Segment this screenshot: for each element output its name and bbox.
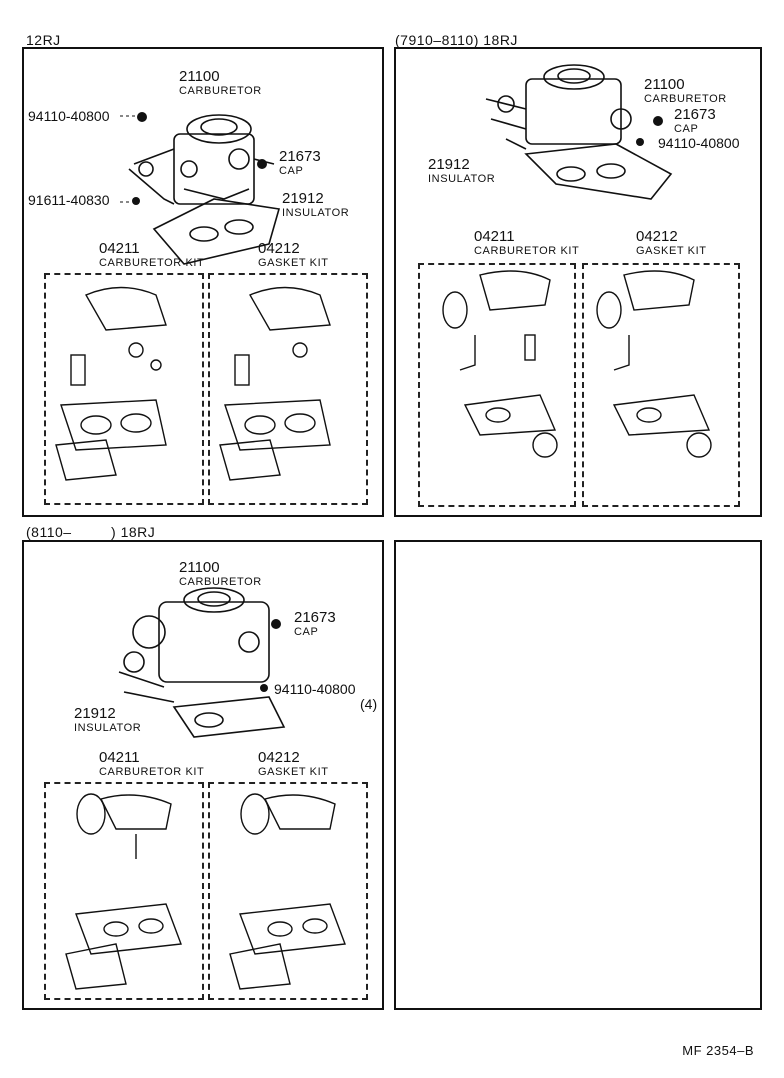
panel-3: 21100 CARBURETOR 21673 CAP 94110-40800 (… xyxy=(22,540,384,1010)
carb-kit-name: CARBURETOR KIT xyxy=(99,766,205,778)
carb-kit-box xyxy=(44,782,204,1000)
insulator-label: 21912 INSULATOR xyxy=(282,191,349,221)
insulator-name: INSULATOR xyxy=(428,173,496,185)
carb-kit-label: 04211 CARBURETOR KIT xyxy=(474,229,579,259)
bolt-part-number: 94110-40800 xyxy=(274,681,356,697)
carburetor-part-number: 21100 xyxy=(644,76,685,93)
carb-kit-name: CARBURETOR KIT xyxy=(99,257,205,269)
cap-name: CAP xyxy=(279,165,304,177)
carburetor-part-number: 21100 xyxy=(179,559,220,576)
carburetor-label: 21100 CARBURETOR xyxy=(179,560,262,590)
panel-2: 21100 CARBURETOR 21673 CAP 94110-40800 2… xyxy=(394,47,762,517)
carburetor-illustration xyxy=(485,64,673,200)
cap-part-number: 21673 xyxy=(294,609,336,626)
gasket-kit-label: 04212 GASKET KIT xyxy=(258,750,329,780)
gasket-kit-box xyxy=(208,273,368,505)
carb-kit-box xyxy=(44,273,204,505)
bolt-part-number: 91611-40830 xyxy=(28,192,110,208)
carburetor-label: 21100 CARBURETOR xyxy=(644,77,727,107)
panel-4-empty xyxy=(394,540,762,1010)
carb-kit-name: CARBURETOR KIT xyxy=(474,245,580,257)
insulator-name: INSULATOR xyxy=(282,207,350,219)
panel-3-header: (8110– ) 18RJ xyxy=(26,524,156,540)
insulator-part-number: 21912 xyxy=(74,705,116,722)
gasket-kit-box xyxy=(208,782,368,1000)
carb-kit-label: 04211 CARBURETOR KIT xyxy=(99,750,204,780)
cap-name: CAP xyxy=(294,626,319,638)
carburetor-name: CARBURETOR xyxy=(644,93,727,105)
carburetor-name: CARBURETOR xyxy=(179,576,262,588)
insulator-label: 21912 INSULATOR xyxy=(74,706,141,736)
insulator-part-number: 21912 xyxy=(428,156,470,173)
carb-kit-parts-illustration xyxy=(442,270,558,458)
figure-code: MF 2354–B xyxy=(682,1043,754,1058)
gasket-kit-name: GASKET KIT xyxy=(258,257,329,269)
bolt-quantity: (4) xyxy=(360,696,378,712)
carb-kit-part-number: 04211 xyxy=(99,240,140,257)
insulator-part-number: 21912 xyxy=(282,190,324,207)
carburetor-part-number: 21100 xyxy=(179,68,220,85)
bolt-part-number: 94110-40800 xyxy=(28,108,110,124)
gasket-kit-part-number: 04212 xyxy=(636,228,678,245)
panel-2-header: (7910–8110) 18RJ xyxy=(395,32,518,48)
gasket-kit-label: 04212 GASKET KIT xyxy=(636,229,707,259)
bolt-part-number: 94110-40800 xyxy=(658,135,740,151)
cap-label: 21673 CAP xyxy=(279,149,321,179)
carburetor-illustration xyxy=(118,587,286,738)
gasket-kit-name: GASKET KIT xyxy=(636,245,707,257)
gasket-kit-part-number: 04212 xyxy=(258,749,300,766)
carburetor-name: CARBURETOR xyxy=(179,85,262,97)
gasket-kit-parts-illustration xyxy=(229,793,346,990)
gasket-kit-parts-illustration xyxy=(596,270,712,458)
carburetor-illustration xyxy=(120,112,281,265)
carb-kit-parts-illustration xyxy=(65,793,182,990)
cap-part-number: 21673 xyxy=(279,148,321,165)
cap-label: 21673 CAP xyxy=(294,610,336,640)
panel-1-header: 12RJ xyxy=(26,32,61,48)
carburetor-label: 21100 CARBURETOR xyxy=(179,69,262,99)
insulator-label: 21912 INSULATOR xyxy=(428,157,495,187)
gasket-kit-label: 04212 GASKET KIT xyxy=(258,241,329,271)
gasket-kit-part-number: 04212 xyxy=(258,240,300,257)
cap-name: CAP xyxy=(674,123,699,135)
cap-part-number: 21673 xyxy=(674,106,716,123)
carb-kit-box xyxy=(418,263,576,507)
carb-kit-part-number: 04211 xyxy=(99,749,140,766)
cap-label: 21673 CAP xyxy=(674,107,716,137)
gasket-kit-parts-illustration xyxy=(219,286,331,481)
gasket-kit-box xyxy=(582,263,740,507)
insulator-name: INSULATOR xyxy=(74,722,142,734)
carb-kit-parts-illustration xyxy=(55,286,167,481)
carb-kit-part-number: 04211 xyxy=(474,228,515,245)
carb-kit-label: 04211 CARBURETOR KIT xyxy=(99,241,204,271)
gasket-kit-name: GASKET KIT xyxy=(258,766,329,778)
panel-1: 21100 CARBURETOR 94110-40800 21673 CAP 9… xyxy=(22,47,384,517)
